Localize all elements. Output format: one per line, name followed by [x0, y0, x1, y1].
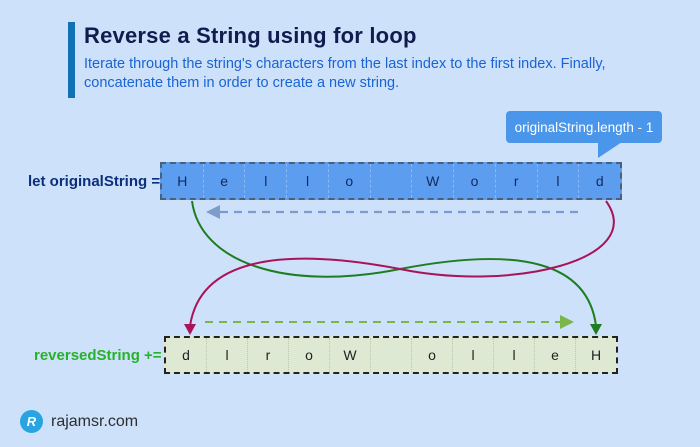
char-cell: l: [493, 338, 534, 372]
char-cell: l: [452, 338, 493, 372]
title-accent-bar: [68, 22, 75, 98]
char-cell: l: [286, 164, 328, 198]
char-cell: o: [327, 164, 370, 198]
subtitle: Iterate through the string's characters …: [84, 55, 606, 92]
char-cell: l: [244, 164, 286, 198]
crimson-curve-arrow-icon: [184, 200, 615, 335]
char-cell: r: [494, 164, 537, 198]
char-cell: [370, 338, 411, 372]
char-cell: l: [206, 338, 247, 372]
footer: R rajamsr.com: [20, 410, 138, 433]
char-cell: e: [202, 164, 245, 198]
char-cell: e: [534, 338, 575, 372]
char-cell: H: [575, 338, 616, 372]
char-cell: d: [182, 347, 190, 363]
length-callout-label: originalString.length - 1: [514, 119, 654, 135]
dashed-right-arrow-icon: [205, 315, 574, 329]
rajamsr-logo-icon: R: [20, 410, 43, 433]
char-cell: o: [453, 164, 495, 198]
char-cell: [369, 164, 412, 198]
char-cell: r: [247, 338, 288, 372]
char-cell: l: [536, 164, 579, 198]
page-title: Reverse a String using for loop: [84, 23, 417, 48]
subtitle-line2: concatenate them in order to create a ne…: [84, 74, 400, 91]
green-curve-arrow-icon: [191, 200, 602, 335]
site-name: rajamsr.com: [51, 412, 139, 430]
char-cell: W: [329, 338, 370, 372]
callout-tail-icon: [598, 142, 622, 158]
char-cell: d: [578, 164, 620, 198]
dashed-left-arrow-icon: [206, 205, 578, 219]
length-callout: originalString.length - 1: [506, 111, 662, 158]
char-cell: o: [411, 338, 452, 372]
char-cell: o: [288, 338, 329, 372]
logo-letter: R: [26, 414, 37, 429]
original-string-label: let originalString =: [28, 173, 161, 190]
char-cell: H: [177, 173, 188, 189]
char-cell: W: [411, 164, 453, 198]
reversed-string-label: reversedString +=: [34, 347, 162, 364]
subtitle-line1: Iterate through the string's characters …: [84, 56, 606, 72]
